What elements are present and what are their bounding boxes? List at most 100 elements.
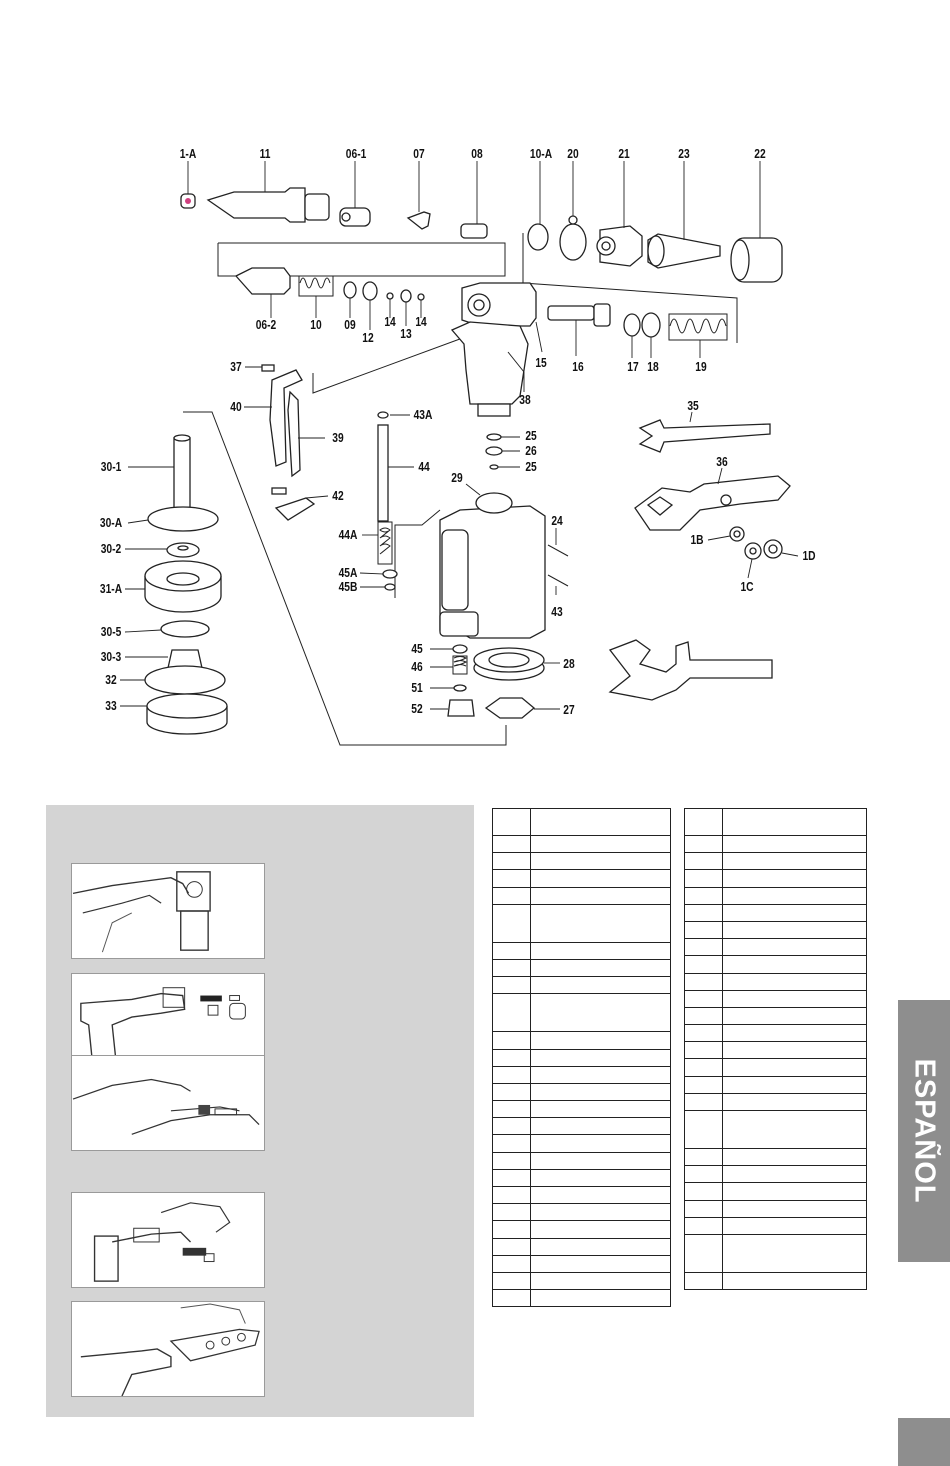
part-19 bbox=[668, 313, 728, 341]
table-row bbox=[492, 993, 671, 1033]
label-11: 11 bbox=[260, 148, 271, 161]
table-row bbox=[492, 1168, 671, 1188]
label-18: 18 bbox=[647, 361, 658, 374]
description-cell bbox=[530, 941, 671, 960]
part-number-cell bbox=[492, 1254, 531, 1273]
description-cell bbox=[530, 1117, 671, 1136]
table-row bbox=[492, 1220, 671, 1239]
instruction-photo-2 bbox=[71, 973, 265, 1069]
group-frame-right bbox=[522, 233, 738, 343]
label-38: 38 bbox=[519, 394, 530, 407]
part-17 bbox=[623, 313, 641, 337]
description-cell bbox=[530, 1031, 671, 1050]
label-12: 12 bbox=[362, 332, 373, 345]
label-29: 29 bbox=[451, 472, 462, 485]
label-37: 37 bbox=[230, 361, 241, 374]
table-row bbox=[492, 976, 671, 995]
description-cell bbox=[722, 938, 867, 957]
parts-table-right bbox=[684, 808, 867, 1291]
table-row bbox=[684, 938, 867, 957]
table-row bbox=[684, 886, 867, 905]
description-cell bbox=[530, 1237, 671, 1256]
label-22: 22 bbox=[754, 148, 765, 161]
part-number-cell bbox=[492, 1168, 531, 1188]
group-frame-base bbox=[183, 411, 507, 746]
part-27 bbox=[484, 697, 536, 719]
part-43 bbox=[547, 574, 569, 587]
part-45 bbox=[452, 644, 468, 654]
part-number-cell bbox=[492, 834, 531, 854]
part-18 bbox=[641, 312, 661, 338]
parts-table-left bbox=[492, 808, 671, 1308]
part-46 bbox=[452, 655, 468, 675]
label-1d: 1D bbox=[802, 550, 815, 563]
part-31-a bbox=[144, 560, 222, 613]
description-cell bbox=[722, 989, 867, 1008]
part-35 bbox=[638, 419, 771, 453]
description-cell bbox=[722, 1271, 867, 1291]
description-cell bbox=[530, 903, 671, 943]
table-row bbox=[684, 834, 867, 854]
part-42 bbox=[271, 487, 316, 521]
part-number-cell bbox=[492, 1100, 531, 1119]
language-label: ESPAÑOL bbox=[908, 1058, 941, 1204]
label-35: 35 bbox=[687, 400, 699, 413]
description-cell bbox=[722, 886, 867, 905]
part-number-cell bbox=[684, 989, 723, 1008]
part-10-a bbox=[527, 223, 549, 251]
part-number-cell bbox=[684, 1182, 723, 1201]
table-row bbox=[684, 1110, 867, 1149]
description-cell bbox=[722, 1216, 867, 1235]
table-row bbox=[492, 941, 671, 960]
part-number-cell bbox=[684, 1165, 723, 1184]
part-number-cell bbox=[492, 1117, 531, 1136]
table-row bbox=[492, 1048, 671, 1067]
label-40: 40 bbox=[230, 401, 241, 414]
table-row bbox=[684, 1075, 867, 1094]
table-row bbox=[492, 886, 671, 905]
description-cell bbox=[530, 1082, 671, 1102]
part-26 bbox=[485, 446, 503, 456]
part-number-cell bbox=[492, 1151, 531, 1170]
part-number-cell bbox=[492, 1289, 531, 1308]
part-number-cell bbox=[684, 852, 723, 871]
label-33: 33 bbox=[105, 700, 116, 713]
part-number-cell bbox=[492, 903, 531, 943]
description-cell bbox=[530, 976, 671, 995]
part-38-handle bbox=[450, 321, 529, 417]
part-number-cell bbox=[492, 976, 531, 995]
part-number-cell bbox=[684, 1006, 723, 1026]
label-31-a: 31-A bbox=[100, 583, 122, 596]
label-23: 23 bbox=[678, 148, 689, 161]
part-number-cell bbox=[684, 920, 723, 940]
part-number-cell bbox=[492, 1031, 531, 1050]
description-cell bbox=[530, 869, 671, 888]
table-row bbox=[684, 1199, 867, 1218]
photo-hands-assembling bbox=[72, 1078, 260, 1135]
part-number-cell bbox=[492, 1271, 531, 1291]
description-cell bbox=[530, 993, 671, 1033]
label-46: 46 bbox=[411, 661, 422, 674]
part-number-cell bbox=[684, 1233, 723, 1273]
part-number-cell bbox=[684, 903, 723, 922]
part-23 bbox=[647, 233, 721, 269]
description-cell bbox=[530, 852, 671, 871]
description-cell bbox=[530, 1168, 671, 1188]
part-30-2 bbox=[166, 542, 200, 558]
part-15-head bbox=[461, 282, 537, 327]
part-number-cell bbox=[492, 993, 531, 1033]
part-33 bbox=[146, 693, 228, 735]
part-number-cell bbox=[684, 1024, 723, 1043]
table-row bbox=[684, 903, 867, 922]
part-number-cell bbox=[492, 852, 531, 871]
description-cell bbox=[722, 834, 867, 854]
part-24 bbox=[547, 544, 569, 557]
description-cell bbox=[530, 1220, 671, 1239]
part-51 bbox=[453, 684, 467, 692]
description-cell bbox=[530, 958, 671, 978]
description-cell bbox=[722, 903, 867, 922]
table-row bbox=[492, 1134, 671, 1153]
part-22 bbox=[730, 237, 783, 283]
label-06-2: 06-2 bbox=[256, 319, 277, 332]
table-row bbox=[684, 1165, 867, 1184]
